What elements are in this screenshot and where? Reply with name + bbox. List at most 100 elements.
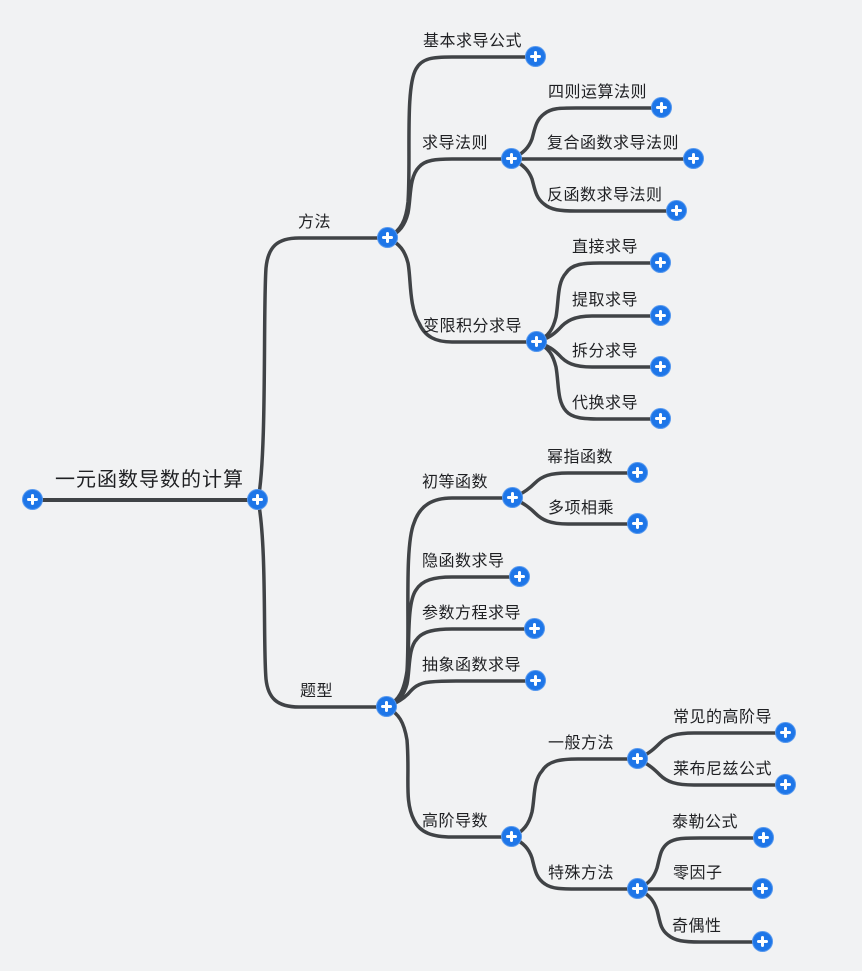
node-split-derive[interactable]: 拆分求导 (572, 343, 639, 360)
node-leibniz-formula[interactable]: 莱布尼兹公式 (673, 761, 773, 778)
expand-button-zero-factor[interactable] (752, 878, 773, 899)
plus-icon (775, 774, 796, 795)
node-direct-derive[interactable]: 直接求导 (572, 239, 639, 256)
node-substitute-derive[interactable]: 代换求导 (572, 395, 639, 412)
expand-button-direct-derive[interactable] (650, 252, 671, 273)
edge-higher-general (510, 757, 640, 839)
expand-button-four-operations[interactable] (651, 97, 672, 118)
node-elementary-functions[interactable]: 初等函数 (422, 474, 489, 491)
edge-root-method (256, 236, 390, 502)
plus-icon (377, 227, 398, 248)
expand-button-substitute-derive[interactable] (650, 408, 671, 429)
plus-icon (651, 97, 672, 118)
expand-button-inverse-rule[interactable] (666, 200, 687, 221)
plus-icon (501, 148, 522, 169)
edge-types-higher-order (385, 705, 514, 839)
node-basic-formulas[interactable]: 基本求导公式 (423, 33, 523, 50)
expand-button-parity[interactable] (752, 931, 773, 952)
edge-root-problem-types (256, 498, 389, 709)
node-extract-derive[interactable]: 提取求导 (572, 292, 639, 309)
node-problem-types[interactable]: 题型 (300, 683, 334, 700)
node-higher-order[interactable]: 高阶导数 (422, 813, 489, 830)
plus-icon (627, 878, 648, 899)
node-inverse-rule[interactable]: 反函数求导法则 (547, 187, 663, 204)
node-root[interactable]: 一元函数导数的计算 (55, 469, 244, 491)
node-general-method[interactable]: 一般方法 (548, 735, 615, 752)
expand-button-leibniz[interactable] (775, 774, 796, 795)
node-common-higher-order[interactable]: 常见的高阶导 (673, 709, 773, 726)
edge-method-derivative-rules (386, 157, 514, 240)
expand-button-split-derive[interactable] (650, 356, 671, 377)
node-parametric-equation[interactable]: 参数方程求导 (422, 605, 522, 622)
edge-general-leibniz (636, 757, 788, 787)
node-variable-limit[interactable]: 变限积分求导 (423, 318, 523, 335)
plus-icon (501, 826, 522, 847)
expand-button-general-method[interactable] (627, 748, 648, 769)
node-abstract-function[interactable]: 抽象函数求导 (422, 657, 522, 674)
edge-elementary-multi-product (511, 496, 640, 526)
edge-varlimit-direct (535, 261, 663, 344)
plus-icon (376, 696, 397, 717)
plus-icon (525, 670, 546, 691)
edge-varlimit-substitute (535, 340, 663, 421)
edge-higher-special (510, 835, 640, 891)
edge-types-parametric (385, 627, 537, 709)
edge-special-taylor (636, 836, 766, 891)
expand-button-problem-types[interactable] (376, 696, 397, 717)
plus-icon (627, 513, 648, 534)
expand-button-implicit[interactable] (509, 566, 530, 587)
expand-button-elementary[interactable] (502, 487, 523, 508)
node-four-operations[interactable]: 四则运算法则 (548, 84, 648, 101)
node-multi-term-product[interactable]: 多项相乘 (548, 500, 615, 517)
plus-icon (683, 148, 704, 169)
plus-icon (502, 487, 523, 508)
plus-icon (650, 408, 671, 429)
expand-button-root-left[interactable] (22, 489, 43, 510)
node-power-exponential[interactable]: 幂指函数 (547, 449, 614, 466)
plus-icon (525, 46, 546, 67)
expand-button-common-higher[interactable] (775, 722, 796, 743)
node-derivative-rules[interactable]: 求导法则 (422, 135, 489, 152)
expand-button-special-method[interactable] (627, 878, 648, 899)
expand-button-extract-derive[interactable] (650, 305, 671, 326)
plus-icon (650, 356, 671, 377)
expand-button-power-exponential[interactable] (627, 462, 648, 483)
edge-rules-inverse (510, 157, 679, 213)
plus-icon (509, 566, 530, 587)
edge-types-abstract (385, 679, 538, 709)
edge-special-parity (636, 887, 765, 944)
node-composite-rule[interactable]: 复合函数求导法则 (547, 135, 680, 152)
node-special-method[interactable]: 特殊方法 (548, 865, 615, 882)
expand-button-parametric[interactable] (524, 618, 545, 639)
expand-button-taylor[interactable] (753, 827, 774, 848)
node-taylor-formula[interactable]: 泰勒公式 (672, 814, 739, 831)
node-method[interactable]: 方法 (298, 214, 332, 231)
expand-button-higher-order[interactable] (501, 826, 522, 847)
edge-method-variable-limit (386, 236, 539, 344)
node-parity[interactable]: 奇偶性 (672, 918, 722, 935)
expand-button-method[interactable] (377, 227, 398, 248)
edge-varlimit-split (535, 340, 663, 369)
edge-general-common-higher (636, 731, 788, 761)
expand-button-root-right[interactable] (247, 489, 268, 510)
expand-button-abstract[interactable] (525, 670, 546, 691)
plus-icon (627, 462, 648, 483)
plus-icon (627, 748, 648, 769)
node-zero-factor[interactable]: 零因子 (673, 865, 723, 882)
expand-button-variable-limit[interactable] (526, 331, 547, 352)
expand-button-basic-formulas[interactable] (525, 46, 546, 67)
edge-elementary-power-exponential (511, 471, 640, 500)
expand-button-multi-term-product[interactable] (627, 513, 648, 534)
plus-icon (753, 827, 774, 848)
expand-button-composite-rule[interactable] (683, 148, 704, 169)
plus-icon (752, 878, 773, 899)
node-implicit-function[interactable]: 隐函数求导 (422, 553, 505, 570)
edge-rules-four-operations (510, 106, 664, 161)
expand-button-derivative-rules[interactable] (501, 148, 522, 169)
plus-icon (650, 305, 671, 326)
plus-icon (247, 489, 268, 510)
plus-icon (752, 931, 773, 952)
plus-icon (22, 489, 43, 510)
